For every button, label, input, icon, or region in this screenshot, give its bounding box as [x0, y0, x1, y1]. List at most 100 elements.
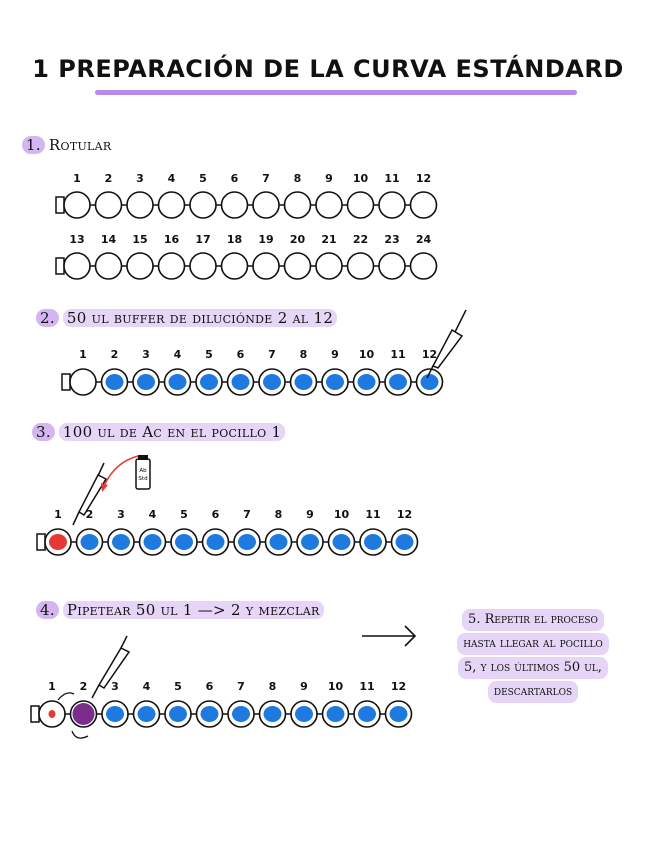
step-5-line-1: 5. Repetir el proceso	[462, 609, 604, 631]
title-underline	[95, 90, 577, 95]
well-8-liquid	[263, 706, 282, 722]
strip-end-tab	[61, 373, 71, 391]
well-number-9: 9	[306, 508, 314, 521]
well-12-liquid	[420, 374, 439, 390]
well-number-6: 6	[231, 172, 239, 185]
well-15	[126, 252, 154, 280]
well-4-liquid	[143, 534, 162, 550]
well-3-liquid	[106, 706, 124, 722]
step-1-number: 1.	[22, 136, 45, 154]
well-number-17: 17	[195, 233, 210, 246]
well-11	[378, 191, 406, 219]
well-4	[157, 191, 186, 219]
well-number-16: 16	[164, 233, 180, 246]
well-number-13: 13	[69, 233, 84, 246]
well-number-4: 4	[168, 172, 176, 185]
well-number-5: 5	[174, 680, 182, 693]
well-number-9: 9	[331, 348, 339, 361]
pipette-icon-step-2	[426, 309, 467, 379]
well-number-2: 2	[111, 348, 119, 361]
well-number-1: 1	[54, 508, 62, 521]
step-1-label: 1.Rotular	[22, 136, 111, 154]
well-number-22: 22	[353, 233, 368, 246]
well-10-liquid	[326, 706, 345, 722]
well-9-liquid	[295, 706, 313, 722]
step-5-line-4: descartarlos	[487, 681, 579, 703]
well-2-liquid	[105, 374, 124, 390]
well-number-11: 11	[365, 508, 380, 521]
well-number-12: 12	[391, 680, 406, 693]
pipette-icon-step-3	[72, 462, 108, 526]
well-number-20: 20	[290, 233, 306, 246]
well-number-18: 18	[227, 233, 242, 246]
step-5-number: 5.	[468, 612, 481, 627]
well-11-liquid	[389, 374, 407, 390]
well-5-liquid	[175, 534, 193, 550]
vial-label-std: Std	[138, 476, 147, 482]
well-number-7: 7	[237, 680, 245, 693]
well-14	[94, 252, 123, 280]
well-6-liquid	[231, 374, 250, 390]
well-17	[189, 252, 217, 280]
well-number-23: 23	[384, 233, 399, 246]
well-number-4: 4	[174, 348, 182, 361]
well-number-10: 10	[334, 508, 350, 521]
well-number-4: 4	[149, 508, 157, 521]
well-24	[409, 252, 438, 280]
well-6-liquid	[200, 706, 219, 722]
well-number-21: 21	[321, 233, 336, 246]
step-3-text: 100 ul de Ac en el pocillo 1	[58, 423, 286, 441]
well-number-7: 7	[243, 508, 251, 521]
vial-label-ab: Ab	[139, 468, 147, 474]
well-7-liquid	[232, 706, 250, 722]
well-4-liquid	[137, 706, 156, 722]
well-21	[315, 252, 343, 280]
well-20	[283, 252, 312, 280]
well-3	[126, 191, 154, 219]
well-12-liquid	[395, 534, 414, 550]
well-2-liquid	[80, 534, 99, 550]
step-4-label: 4.Pipetear 50 ul 1 —> 2 y mezclar	[36, 601, 324, 619]
well-number-11: 11	[390, 348, 405, 361]
well-9-liquid	[326, 374, 344, 390]
mix-arrow-bottom	[71, 730, 89, 739]
well-number-3: 3	[117, 508, 125, 521]
step-5-line-3: 5, y los últimos 50 ul,	[458, 657, 608, 679]
well-7-liquid	[263, 374, 281, 390]
well-number-8: 8	[275, 508, 283, 521]
well-6-liquid	[206, 534, 225, 550]
well-number-6: 6	[206, 680, 214, 693]
well-12	[409, 191, 438, 219]
well-10-liquid	[357, 374, 376, 390]
step-1-text: Rotular	[48, 136, 112, 154]
well-2	[94, 191, 123, 219]
well-8-liquid	[294, 374, 313, 390]
well-number-6: 6	[212, 508, 220, 521]
well-number-8: 8	[300, 348, 308, 361]
well-1	[69, 368, 97, 396]
well-5-liquid	[200, 374, 218, 390]
well-2-liquid	[72, 703, 95, 725]
well-23	[378, 252, 406, 280]
well-1	[63, 191, 91, 219]
well-number-12: 12	[422, 348, 437, 361]
well-number-10: 10	[359, 348, 375, 361]
well-number-19: 19	[258, 233, 273, 246]
well-number-3: 3	[136, 172, 144, 185]
well-number-10: 10	[353, 172, 369, 185]
strip-end-tab	[36, 533, 46, 551]
well-9	[315, 191, 343, 219]
well-8	[283, 191, 312, 219]
antibody-vial-icon: Ab Std	[135, 455, 151, 490]
well-3-liquid	[137, 374, 155, 390]
well-number-11: 11	[384, 172, 399, 185]
well-number-2: 2	[86, 508, 94, 521]
well-22	[346, 252, 375, 280]
well-number-7: 7	[268, 348, 276, 361]
strip-end-tab	[55, 257, 65, 275]
well-number-12: 12	[416, 172, 431, 185]
